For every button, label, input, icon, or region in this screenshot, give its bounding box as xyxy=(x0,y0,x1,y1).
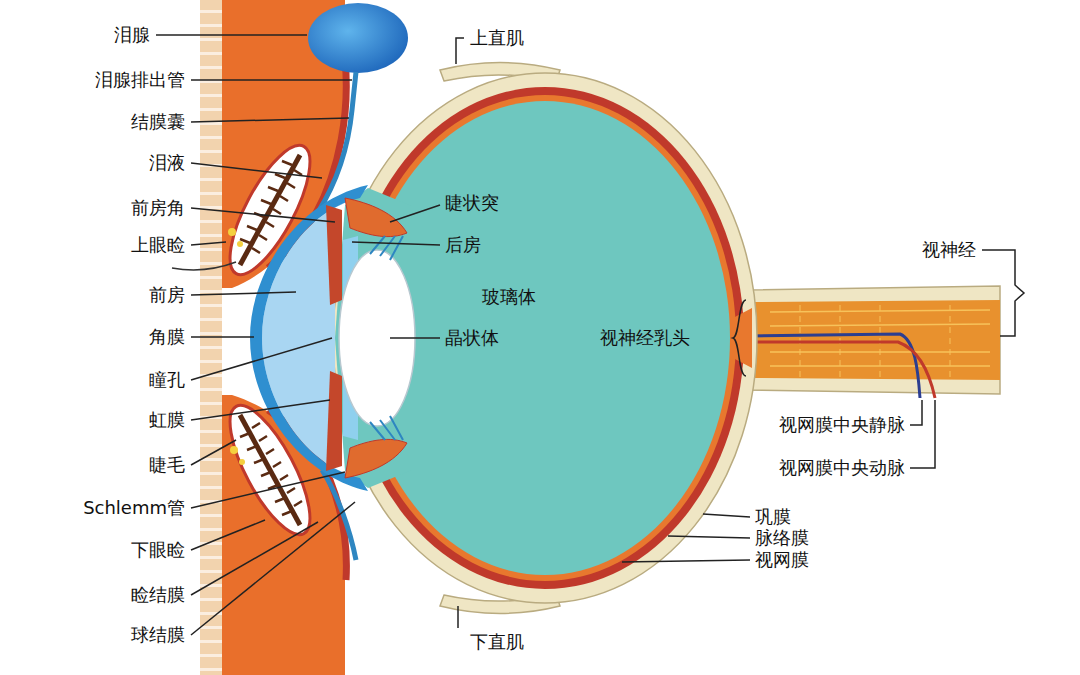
vitreous xyxy=(360,101,730,575)
part-label: 泪腺排出管 xyxy=(95,69,185,91)
optic-disc xyxy=(733,308,752,368)
leader-line xyxy=(191,292,296,295)
leader-line xyxy=(456,38,464,64)
sclera xyxy=(333,73,757,603)
ciliary-body xyxy=(345,439,407,478)
leader-line xyxy=(457,606,459,628)
part-label: 角膜 xyxy=(149,326,185,348)
leader-line xyxy=(191,502,355,635)
leader-line xyxy=(191,400,330,420)
part-label: 睫毛 xyxy=(149,454,185,476)
lacrimal-gland xyxy=(308,3,408,73)
leader-line xyxy=(156,34,307,36)
part-label: 脉络膜 xyxy=(755,527,809,549)
choroid xyxy=(346,87,744,589)
zonule xyxy=(370,416,403,440)
leader-line xyxy=(191,472,345,508)
part-label: 晶状体 xyxy=(445,327,499,349)
leader-line xyxy=(910,400,935,468)
fat-dot xyxy=(237,241,243,247)
part-label: 视神经乳头 xyxy=(600,327,690,349)
part-label: 泪液 xyxy=(149,152,185,174)
central-retinal-vein xyxy=(750,334,920,398)
part-label: 视网膜中央静脉 xyxy=(779,414,905,436)
leader-line xyxy=(668,536,750,538)
leader-line xyxy=(622,560,750,562)
part-label: 巩膜 xyxy=(755,506,791,528)
part-label: 玻璃体 xyxy=(482,286,536,308)
zonule xyxy=(370,236,403,260)
leader-line xyxy=(703,514,750,517)
part-label: 睑结膜 xyxy=(131,584,185,606)
leader-line xyxy=(910,400,922,425)
part-label: 结膜囊 xyxy=(131,111,185,133)
part-label: 瞳孔 xyxy=(149,369,185,391)
part-label: 视神经 xyxy=(922,239,976,261)
part-label: 下直肌 xyxy=(470,631,524,653)
part-label: 上眼睑 xyxy=(131,234,185,256)
bracket xyxy=(982,250,1024,336)
bracket xyxy=(733,300,746,376)
leader-line xyxy=(191,163,322,178)
fat-dot xyxy=(230,446,238,454)
eyelash xyxy=(172,262,236,270)
part-label: 上直肌 xyxy=(470,27,524,49)
part-label: 泪腺 xyxy=(114,24,150,46)
part-label: Schlemm管 xyxy=(83,497,185,519)
leader-line xyxy=(352,242,440,245)
part-label: 视网膜中央动脉 xyxy=(779,457,905,479)
leader-line xyxy=(390,205,440,222)
central-retinal-artery xyxy=(750,342,935,398)
leader-line xyxy=(191,440,236,465)
leader-line xyxy=(191,118,349,122)
part-label: 虹膜 xyxy=(149,409,185,431)
optic-nerve xyxy=(750,300,1000,380)
optic-nerve-sheath xyxy=(740,286,1000,394)
leader-line xyxy=(191,338,332,380)
part-label: 视网膜 xyxy=(755,549,809,571)
part-label: 球结膜 xyxy=(131,624,185,646)
part-label: 前房角 xyxy=(131,197,185,219)
fat-dot xyxy=(239,459,245,465)
leader-line xyxy=(390,337,440,339)
leader-line xyxy=(191,208,335,222)
ciliary-body xyxy=(345,198,407,237)
leader-line xyxy=(191,79,352,81)
part-label: 睫状突 xyxy=(445,192,499,214)
part-label: 下眼睑 xyxy=(131,539,185,561)
iris xyxy=(326,205,342,305)
fat-dot xyxy=(228,228,236,236)
leader-line xyxy=(191,242,226,245)
leader-lines xyxy=(156,35,935,635)
leader-line xyxy=(191,520,265,550)
retina xyxy=(354,95,736,581)
part-label: 前房 xyxy=(149,284,185,306)
part-label: 后房 xyxy=(445,234,481,256)
iris xyxy=(326,371,342,471)
leader-line xyxy=(191,336,254,338)
